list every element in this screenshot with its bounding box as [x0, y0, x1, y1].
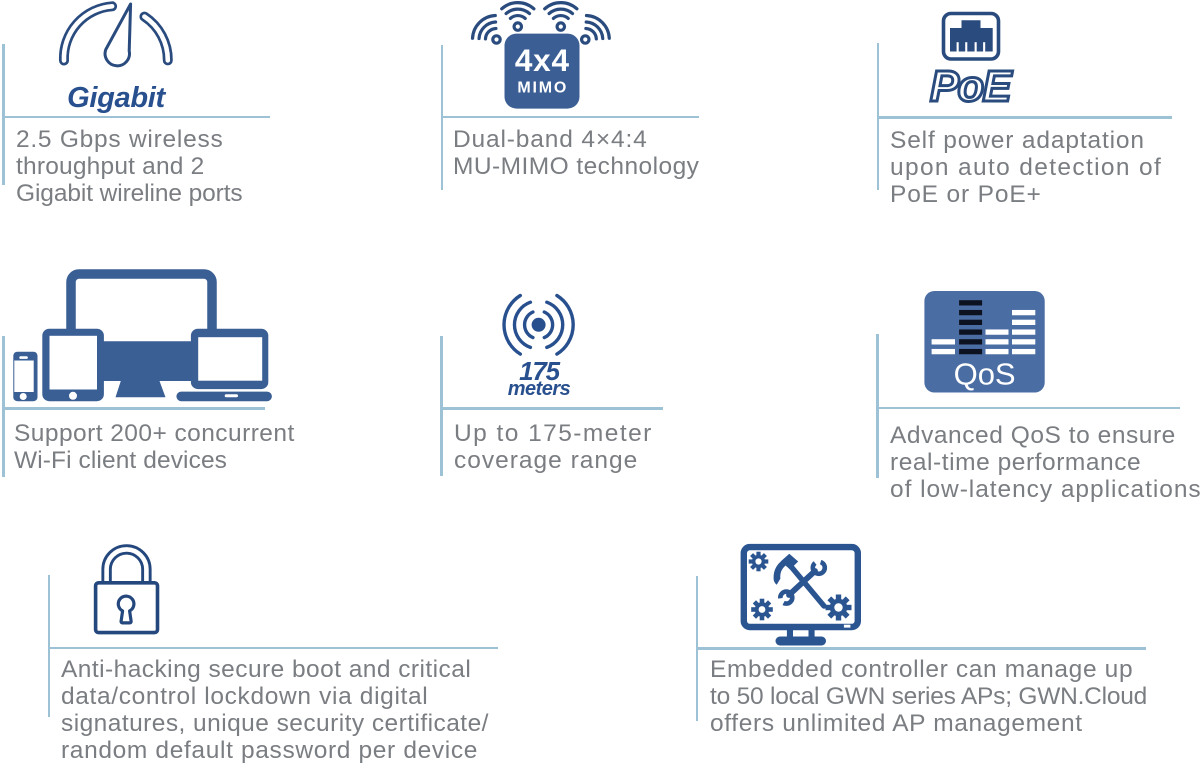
svg-text:QoS: QoS: [954, 357, 1016, 392]
svg-text:MIMO: MIMO: [517, 80, 568, 97]
svg-text:4x4: 4x4: [515, 42, 570, 78]
